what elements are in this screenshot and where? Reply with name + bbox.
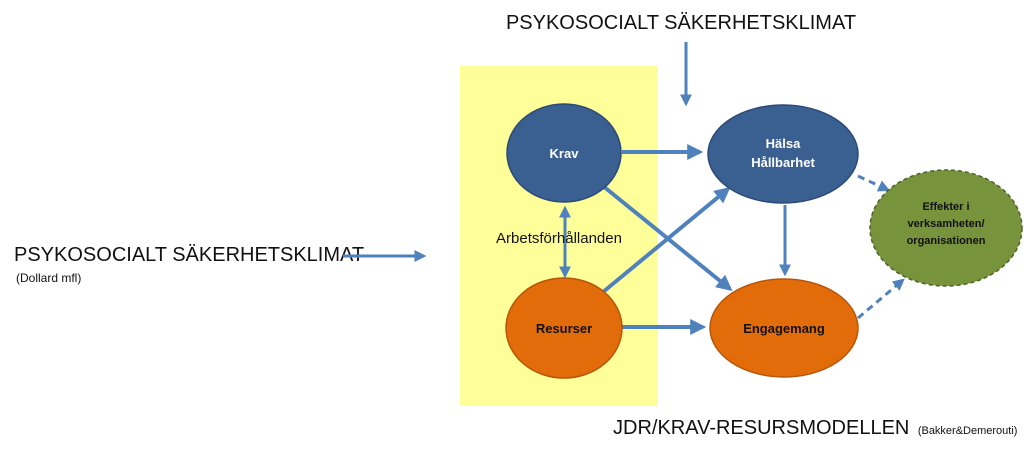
top-title: PSYKOSOCIALT SÄKERHETSKLIMAT bbox=[506, 12, 856, 34]
node-engagemang bbox=[709, 278, 859, 378]
node-effekter-label-2: verksamheten/ bbox=[907, 218, 984, 230]
node-effekter bbox=[869, 169, 1023, 287]
model-citation: (Bakker&Demerouti) bbox=[918, 425, 1018, 437]
left-title: PSYKOSOCIALT SÄKERHETSKLIMAT bbox=[14, 244, 364, 266]
node-effekter-label-3: organisationen bbox=[907, 235, 986, 247]
node-halsa-label-1: Hälsa bbox=[766, 136, 801, 151]
node-halsa-label-2: Hållbarhet bbox=[751, 155, 815, 170]
left-subtitle: (Dollard mfl) bbox=[16, 271, 81, 285]
node-krav bbox=[506, 103, 622, 203]
node-resurser-label: Resurser bbox=[536, 321, 592, 336]
node-krav-label: Krav bbox=[550, 146, 580, 161]
arrow-halsa-effekter bbox=[857, 174, 891, 192]
node-halsa bbox=[707, 104, 859, 204]
arrow-engagemang-effekter bbox=[857, 278, 905, 320]
box-label: Arbetsförhållanden bbox=[496, 230, 622, 247]
model-title-main: JDR/KRAV-RESURSMODELLEN bbox=[613, 417, 909, 439]
node-effekter-label-1: Effekter i bbox=[922, 201, 969, 213]
node-engagemang-label: Engagemang bbox=[743, 321, 825, 336]
arrows bbox=[343, 42, 905, 335]
model-title: JDR/KRAV-RESURSMODELLEN (Bakker&Demerout… bbox=[613, 417, 1017, 439]
arrow-resurser-halsa bbox=[601, 186, 731, 294]
node-resurser bbox=[505, 277, 623, 379]
